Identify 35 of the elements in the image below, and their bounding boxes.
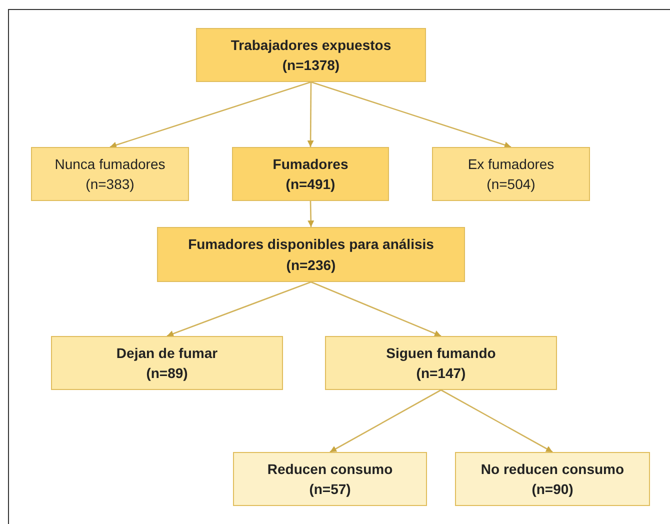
arrow [330,389,442,453]
count-label: (n=1378) [282,56,340,75]
count-label: (n=236) [286,256,336,275]
box-title: No reducen consumo [480,460,624,479]
count-label: (n=504) [486,175,536,194]
arrow [440,389,553,453]
process-box [432,147,590,201]
box-title: Fumadores [272,154,348,174]
box-title: Trabajadores expuestos [230,36,392,55]
box-title: Nunca fumadores [54,154,166,174]
count-label: (n=147) [416,364,466,383]
arrow [110,81,312,148]
count-label: (n=491) [286,175,336,194]
arrow [310,81,512,148]
box-title: Reducen consumo [267,460,393,479]
process-box [31,147,189,201]
process-box [196,28,426,82]
box-title: Siguen fumando [386,344,496,363]
count-label: (n=90) [532,480,574,499]
arrow [166,281,312,337]
process-box [232,147,389,201]
count-label: (n=383) [86,175,134,194]
box-title: Dejan de fumar [116,344,218,363]
box-title: Ex fumadores [468,154,554,174]
arrow [307,82,314,147]
count-label: (n=57) [309,480,351,499]
arrow [308,200,314,228]
box-title: Fumadores disponibles para análisis [188,235,434,254]
process-box [157,227,465,282]
arrow [310,281,442,337]
process-box [325,336,557,390]
process-box [233,452,427,506]
count-label: (n=89) [146,364,188,383]
process-box [51,336,283,390]
process-box [455,452,650,506]
